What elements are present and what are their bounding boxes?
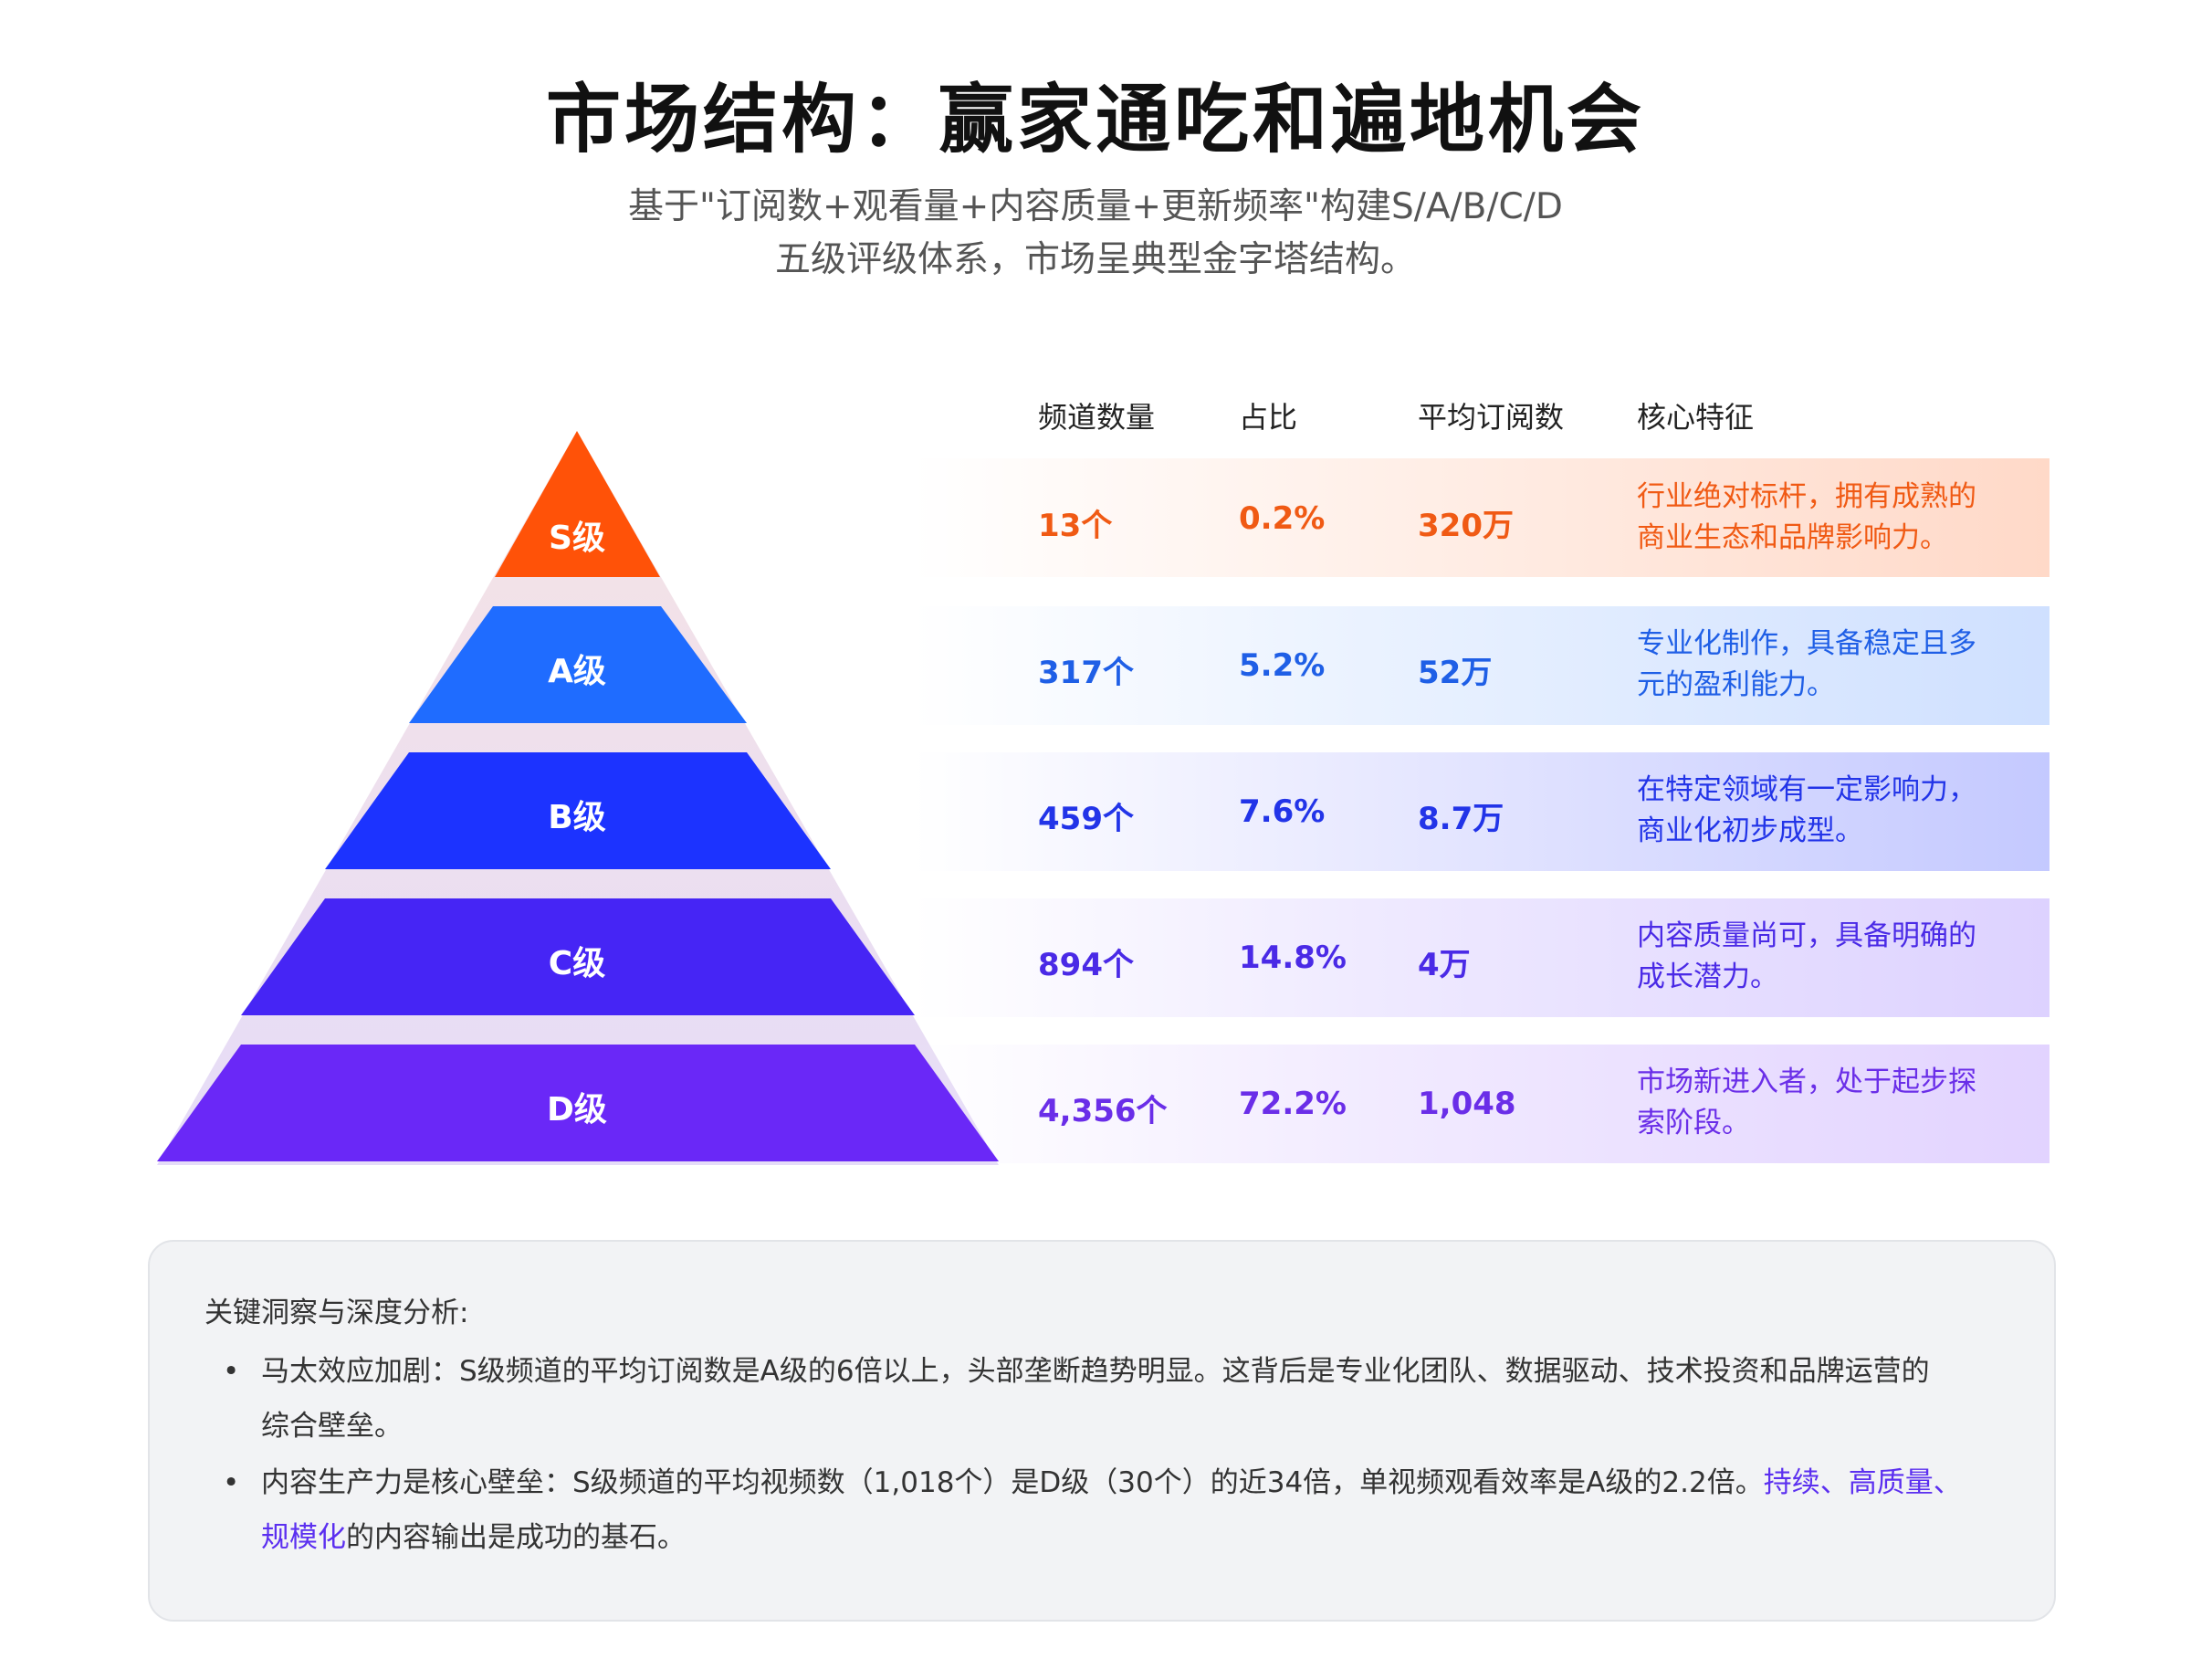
tier-s-feature: 行业绝对标杆，拥有成熟的 商业生态和品牌影响力。 (1637, 477, 2020, 559)
page-title: 市场结构：赢家通吃和遍地机会 (545, 77, 1645, 163)
insight-2-highlight-a: 持续、高质量、 (1763, 1466, 1962, 1499)
tier-s-count: 13个 (1038, 508, 1113, 544)
tier-a-feature-line1: 专业化制作，具备稳定且多 (1637, 627, 1976, 660)
tier-s-feature-line1: 行业绝对标杆，拥有成熟的 (1637, 480, 1976, 513)
tier-a-feature: 专业化制作，具备稳定且多 元的盈利能力。 (1637, 624, 2020, 706)
tier-b-feature-line1: 在特定领域有一定影响力， (1637, 773, 1976, 806)
tier-s-avg-subs: 320万 (1418, 508, 1514, 544)
tier-label-b: B级 (548, 799, 606, 836)
tier-d-avg-subs: 1,048 (1418, 1086, 1516, 1122)
insight-2-line1: 内容生产力是核心壁垒：S级频道的平均视频数（1,018个）是D级（30个）的近3… (261, 1466, 1764, 1499)
tier-b-feature-line2: 商业化初步成型。 (1637, 814, 1863, 847)
header-share: 占比 (1239, 400, 1298, 435)
tier-b-avg-subs: 8.7万 (1418, 801, 1504, 837)
insight-1-line2: 综合壁垒。 (261, 1410, 403, 1443)
tier-a-avg-subs: 52万 (1418, 655, 1493, 691)
tier-a-count: 317个 (1038, 655, 1134, 691)
page-subtitle: 基于"订阅数+观看量+内容质量+更新频率"构建S/A/B/C/D 五级评级体系，… (456, 181, 1735, 287)
tier-row-s (913, 458, 2049, 577)
tier-label-d: D级 (547, 1091, 607, 1129)
tier-d-feature: 市场新进入者，处于起步探 索阶段。 (1637, 1062, 2020, 1144)
tier-c-feature-line2: 成长潜力。 (1637, 961, 1778, 993)
tier-row-b (913, 752, 2049, 871)
insight-2-highlight-b: 规模化 (261, 1521, 346, 1554)
tier-d-feature-line1: 市场新进入者，处于起步探 (1637, 1066, 1976, 1098)
tier-c-avg-subs: 4万 (1418, 947, 1471, 983)
tier-label-s: S级 (549, 520, 605, 557)
tier-row-a (913, 606, 2049, 725)
subtitle-line-1: 基于"订阅数+观看量+内容质量+更新频率"构建S/A/B/C/D (628, 186, 1563, 227)
header-channel-count: 频道数量 (1038, 400, 1156, 435)
tier-c-feature-line1: 内容质量尚可，具备明确的 (1637, 919, 1976, 952)
tier-row-c (913, 898, 2049, 1017)
header-core-feature: 核心特征 (1637, 400, 1755, 435)
tier-c-share: 14.8% (1239, 940, 1347, 976)
insight-2-line2-rest: 的内容输出是成功的基石。 (346, 1521, 686, 1554)
tier-label-c: C级 (548, 945, 606, 982)
tier-b-share: 7.6% (1239, 793, 1326, 830)
tier-d-share: 72.2% (1239, 1086, 1347, 1122)
tier-row-d (913, 1045, 2049, 1163)
tier-s-share: 0.2% (1239, 500, 1326, 537)
insight-panel: 关键洞察与深度分析: • 马太效应加剧：S级频道的平均订阅数是A级的6倍以上，头… (148, 1240, 2056, 1622)
insight-title: 关键洞察与深度分析: (204, 1297, 469, 1329)
tier-label-a: A级 (548, 653, 606, 690)
subtitle-line-2: 五级评级体系，市场呈典型金字塔结构。 (774, 239, 1416, 280)
tier-b-feature: 在特定领域有一定影响力， 商业化初步成型。 (1637, 770, 2020, 852)
bullet-dot-icon: • (223, 1355, 240, 1388)
insight-bullet-2: • 内容生产力是核心壁垒：S级频道的平均视频数（1,018个）是D级（30个）的… (223, 1455, 2012, 1565)
insight-bullet-1: • 马太效应加剧：S级频道的平均订阅数是A级的6倍以上，头部垄断趋势明显。这背后… (223, 1344, 2012, 1454)
bullet-dot-icon: • (223, 1466, 240, 1499)
header-avg-subscribers: 平均订阅数 (1418, 400, 1565, 435)
tier-d-count: 4,356个 (1038, 1093, 1168, 1129)
tier-c-feature: 内容质量尚可，具备明确的 成长潜力。 (1637, 916, 2020, 998)
tier-d-feature-line2: 索阶段。 (1637, 1107, 1750, 1139)
tier-s-feature-line2: 商业生态和品牌影响力。 (1637, 521, 1948, 554)
tier-a-feature-line2: 元的盈利能力。 (1637, 668, 1835, 701)
tier-b-count: 459个 (1038, 801, 1134, 837)
tier-a-share: 5.2% (1239, 647, 1326, 684)
tier-c-count: 894个 (1038, 947, 1134, 983)
insight-1-line1: 马太效应加剧：S级频道的平均订阅数是A级的6倍以上，头部垄断趋势明显。这背后是专… (261, 1355, 1930, 1388)
